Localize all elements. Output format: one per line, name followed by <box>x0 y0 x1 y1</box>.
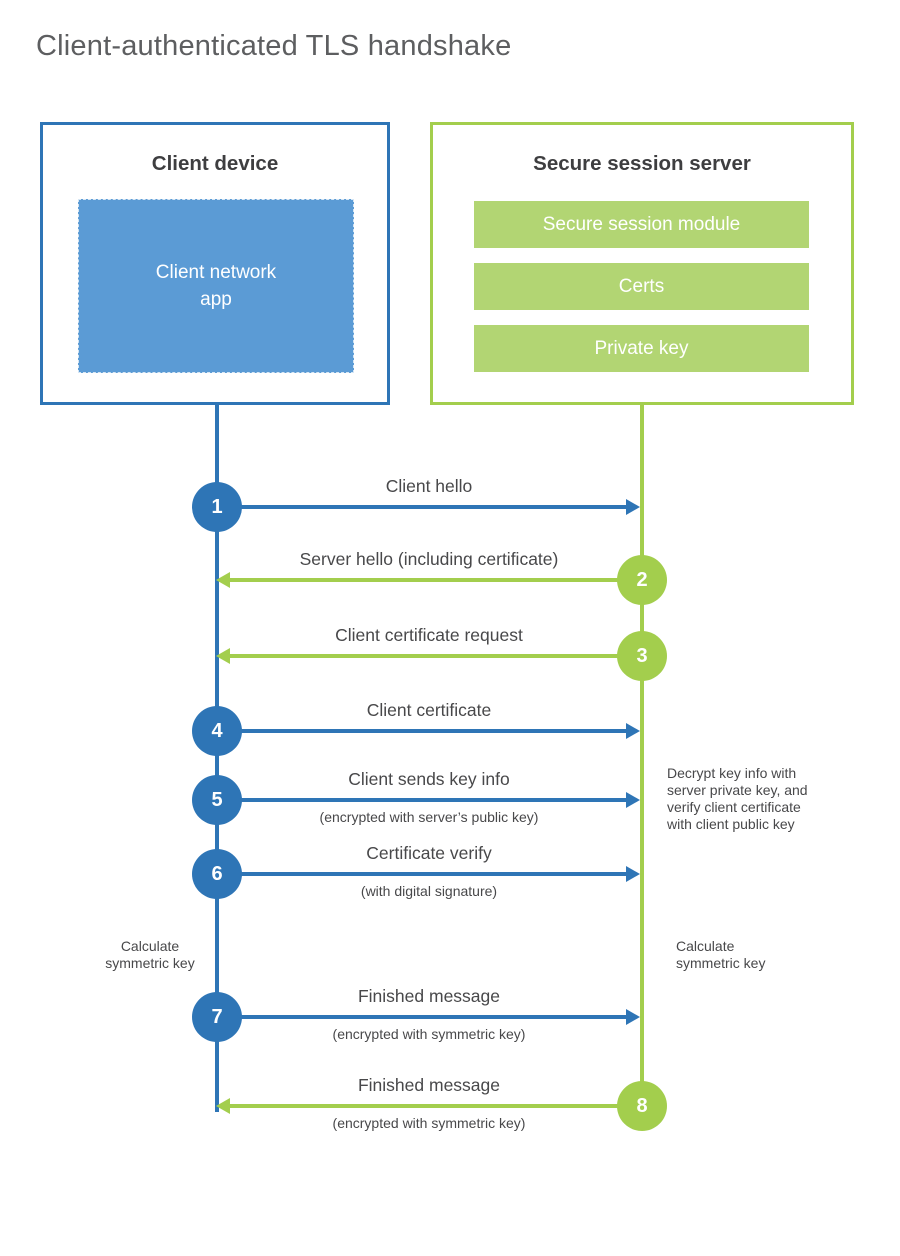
message-label: Certificate verify <box>366 843 492 863</box>
message-arrow-line <box>230 578 642 582</box>
secure-session-server-box: Secure session server Secure session mod… <box>430 122 854 405</box>
message-label: Client sends key info <box>348 769 510 789</box>
private-key-bar: Private key <box>474 325 809 372</box>
message-arrow-line <box>230 654 642 658</box>
step-4-badge: 4 <box>192 706 242 756</box>
message-label: Server hello (including certificate) <box>299 549 559 569</box>
client-device-box: Client device Client network app <box>40 122 390 405</box>
message-arrow-line <box>217 798 627 802</box>
message-arrow-line <box>217 729 627 733</box>
message-sublabel: (with digital signature) <box>360 883 498 899</box>
step-3-badge: 3 <box>617 631 667 681</box>
message-label: Client hello <box>385 476 473 496</box>
arrowhead-left-icon <box>216 572 230 588</box>
arrowhead-left-icon <box>216 648 230 664</box>
arrowhead-right-icon <box>626 723 640 739</box>
message-arrow-line <box>217 505 627 509</box>
message-label: Finished message <box>357 1075 501 1095</box>
message-label: Client certificate request <box>335 625 523 645</box>
arrowhead-right-icon <box>626 866 640 882</box>
step-8-badge: 8 <box>617 1081 667 1131</box>
message-sublabel: (encrypted with symmetric key) <box>332 1026 526 1042</box>
arrowhead-right-icon <box>626 1009 640 1025</box>
step-6-badge: 6 <box>192 849 242 899</box>
message-label: Finished message <box>357 986 501 1006</box>
client-lifeline <box>215 404 219 1112</box>
message-sublabel: (encrypted with symmetric key) <box>332 1115 526 1131</box>
step-2-badge: 2 <box>617 555 667 605</box>
message-arrow-line <box>230 1104 642 1108</box>
calculate-symmetric-key-note-server: Calculate symmetric key <box>676 938 766 971</box>
secure-session-module-bar: Secure session module <box>474 201 809 248</box>
message-arrow-line <box>217 1015 627 1019</box>
step-1-badge: 1 <box>192 482 242 532</box>
message-sublabel: (encrypted with server’s public key) <box>319 809 539 825</box>
step-5-badge: 5 <box>192 775 242 825</box>
arrowhead-right-icon <box>626 499 640 515</box>
arrowhead-right-icon <box>626 792 640 808</box>
message-arrow-line <box>217 872 627 876</box>
calculate-symmetric-key-note-client: Calculate symmetric key <box>105 938 195 971</box>
message-label: Client certificate <box>366 700 492 720</box>
arrowhead-left-icon <box>216 1098 230 1114</box>
server-lifeline <box>640 404 644 1106</box>
secure-session-server-title: Secure session server <box>533 152 751 175</box>
certs-bar: Certs <box>474 263 809 310</box>
step-7-badge: 7 <box>192 992 242 1042</box>
client-network-app-module: Client network app <box>78 199 354 373</box>
decrypt-key-note: Decrypt key info with server private key… <box>667 765 808 832</box>
page-title: Client-authenticated TLS handshake <box>36 30 512 62</box>
client-device-title: Client device <box>151 152 279 175</box>
